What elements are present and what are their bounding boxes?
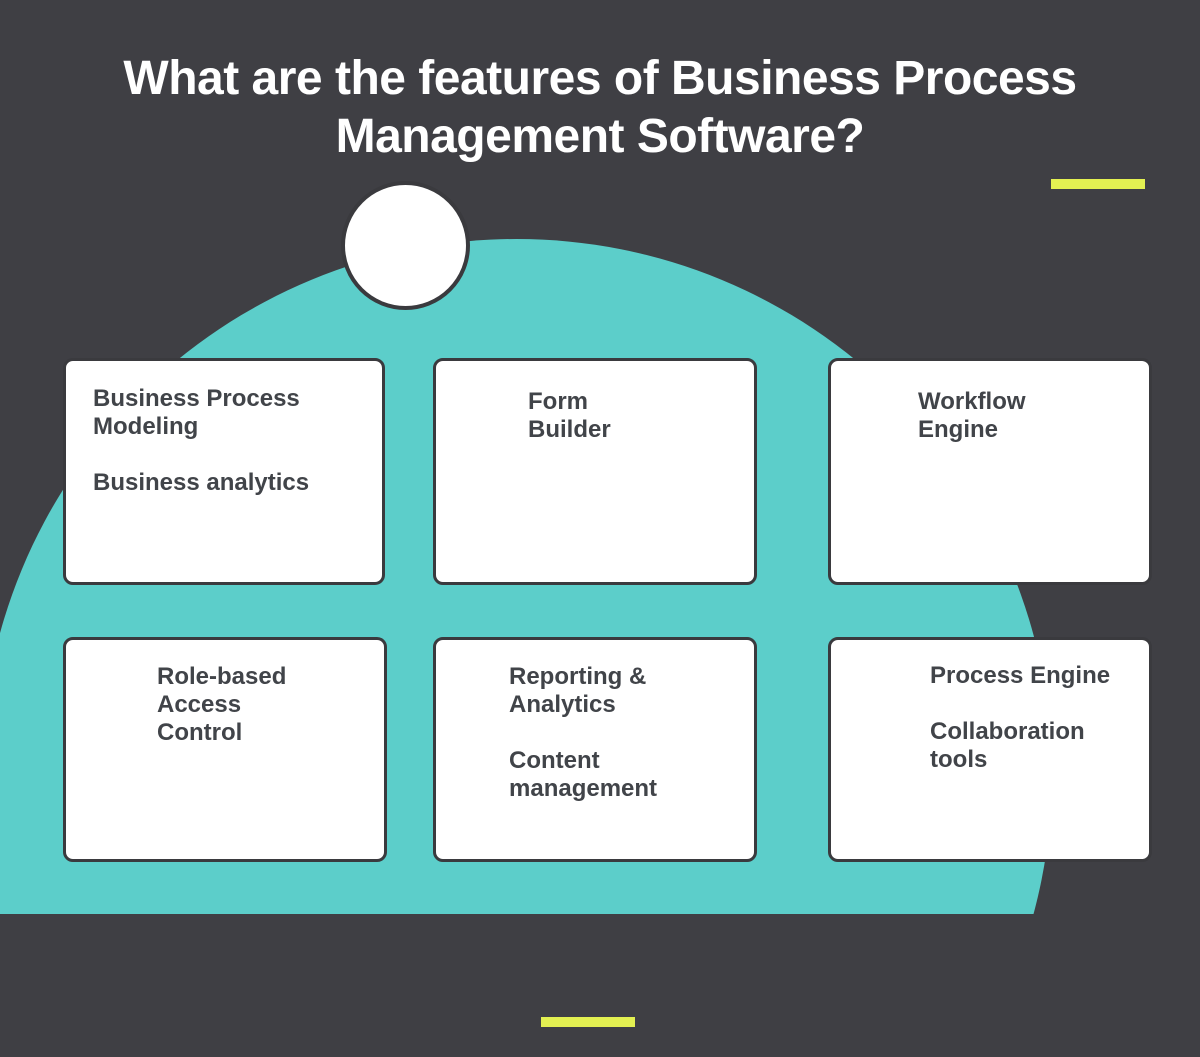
feature-card-text: Form Builder bbox=[528, 388, 611, 443]
feature-card-text: Workflow Engine bbox=[918, 388, 1026, 443]
feature-card-role-based-access-control: Role-based Access Control bbox=[63, 637, 387, 862]
accent-bar-top bbox=[1051, 179, 1145, 189]
page-title-line-2: Management Software? bbox=[335, 110, 865, 163]
decorative-circle bbox=[341, 181, 470, 310]
feature-card-text: Reporting & Analytics Content management bbox=[509, 663, 658, 802]
feature-card-text: Role-based Access Control bbox=[157, 663, 287, 746]
feature-card-reporting-analytics: Reporting & Analytics Content management bbox=[433, 637, 757, 862]
page-title-line-1: What are the features of Business Proces… bbox=[123, 52, 1077, 105]
feature-card-text: Process Engine Collaboration tools bbox=[930, 662, 1111, 773]
page-title: What are the features of Business Proces… bbox=[0, 50, 1200, 166]
feature-card-business-process-modeling: Business Process Modeling Business analy… bbox=[63, 358, 385, 585]
feature-card-text: Business Process Modeling Business analy… bbox=[93, 385, 310, 496]
feature-card-workflow-engine: Workflow Engine bbox=[828, 358, 1152, 585]
feature-card-form-builder: Form Builder bbox=[433, 358, 757, 585]
accent-bar-bottom bbox=[541, 1017, 635, 1027]
feature-card-process-engine: Process Engine Collaboration tools bbox=[828, 637, 1152, 862]
